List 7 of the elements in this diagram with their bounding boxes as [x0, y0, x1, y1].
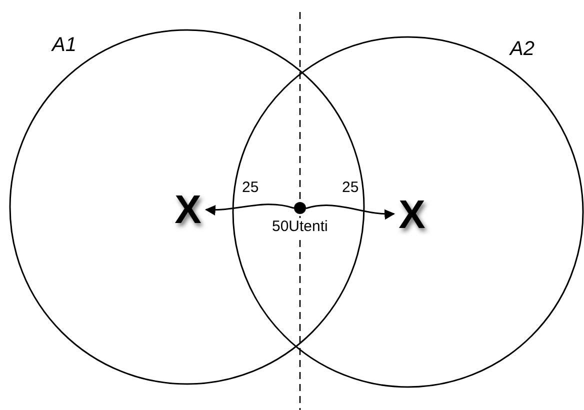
arrow: [306, 204, 396, 220]
cross-mark: X: [398, 193, 426, 237]
region-label: A1: [52, 34, 76, 57]
region-label: A2: [510, 38, 534, 61]
node-caption: 50Utenti: [272, 218, 328, 235]
arrow: [204, 204, 294, 216]
cross-mark: X: [174, 188, 202, 232]
